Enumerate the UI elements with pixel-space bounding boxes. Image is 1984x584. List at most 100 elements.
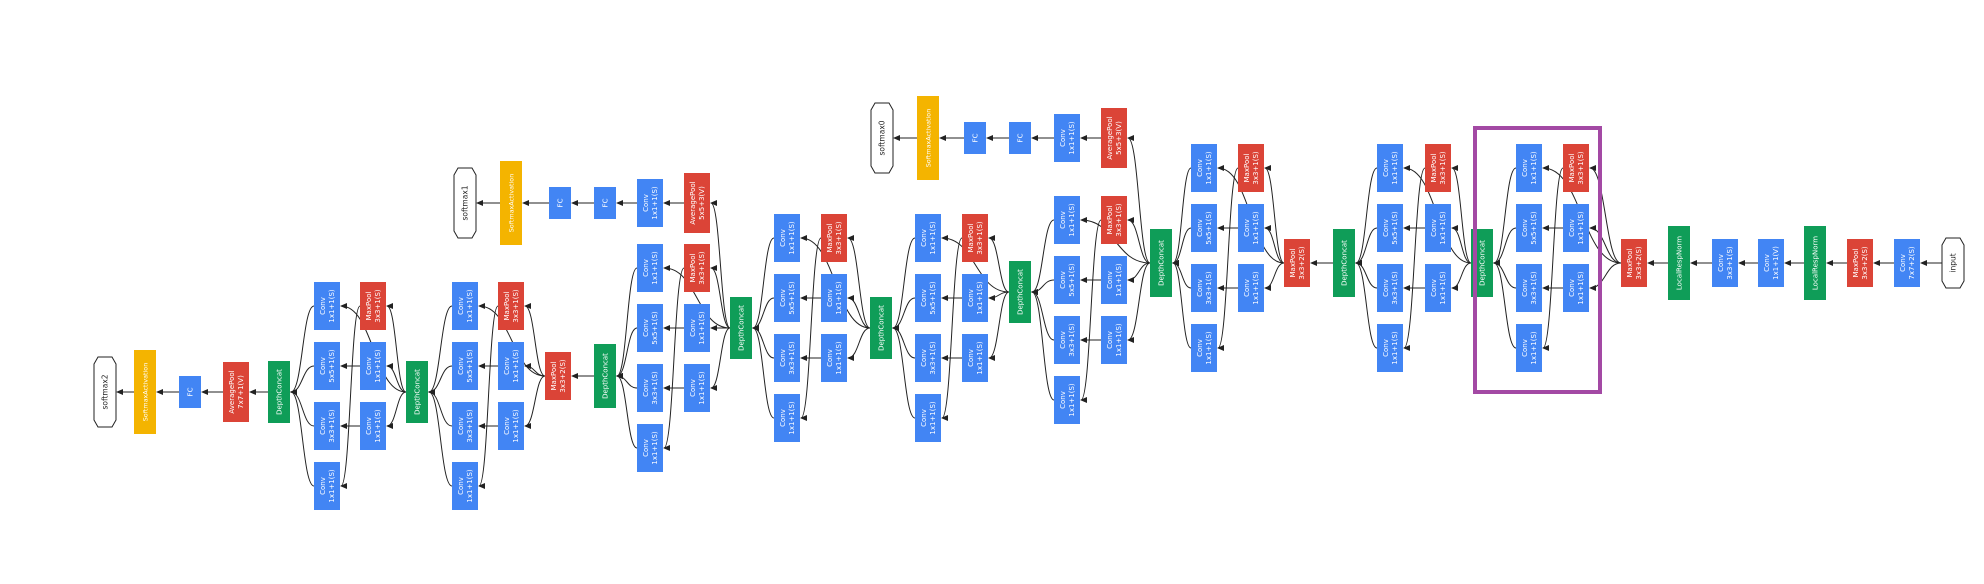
node-label-line: DepthConcat	[1157, 240, 1165, 286]
node-label-line: Conv	[1196, 159, 1204, 177]
node-d-c1: Conv1x1+1(S)	[1054, 196, 1080, 244]
node-shape	[594, 344, 616, 408]
node-shape	[93, 356, 117, 428]
node-label: Conv1x1+1(S)	[642, 186, 659, 220]
node-label: LocalRespNorm	[1811, 236, 1819, 290]
node-label: Conv1x1+1(S)	[1382, 151, 1399, 185]
node-shape	[915, 214, 941, 262]
node-shape	[917, 96, 939, 180]
node-label-line: Conv	[1196, 339, 1204, 357]
node-label: Conv1x1+1(S)	[1243, 271, 1260, 305]
node-c-c1: Conv1x1+1(S)	[1191, 144, 1217, 192]
node-label-line: 1x1+1(S)	[835, 341, 843, 375]
edge-f_cat-to-g_pool	[710, 265, 731, 329]
edge-f_pool-to-f_cp	[800, 237, 822, 421]
edge-e_cat-to-f_pool	[847, 235, 871, 329]
node-f-c1: Conv1x1+1(S)	[774, 214, 800, 262]
node-label-line: 3x3+1(S)	[512, 289, 520, 323]
node-shape	[684, 304, 710, 352]
node-label-line: 5x5+1(S)	[466, 349, 474, 383]
node-label-line: Conv	[689, 319, 697, 337]
node-h-pool: MaxPool3x3+1(S)	[498, 282, 524, 330]
node-f-pool: MaxPool3x3+1(S)	[821, 214, 847, 262]
node-label-line: Conv	[457, 297, 465, 315]
node-label: DepthConcat	[1157, 240, 1165, 286]
node-label: Conv1x1+1(S)	[1382, 331, 1399, 365]
node-input: input	[1941, 237, 1965, 289]
node-label-line: Conv	[1430, 279, 1438, 297]
node-label: DepthConcat	[1016, 269, 1024, 315]
node-g-cp: Conv1x1+1(S)	[637, 424, 663, 472]
node-a-c1: Conv1x1+1(S)	[1516, 144, 1542, 192]
node-label-line: MaxPool	[1568, 153, 1576, 182]
node-label-line: MaxPool	[1243, 153, 1251, 182]
node-label-line: 1x1+1(S)	[698, 371, 706, 405]
edge-b_c5-to-b_cat	[1355, 227, 1378, 266]
node-shape	[1425, 144, 1451, 192]
node-shape	[1847, 239, 1873, 287]
node-softmax1: softmax1	[453, 167, 477, 239]
node-shape	[500, 161, 522, 245]
node-a-c5: Conv5x5+1(S)	[1516, 204, 1542, 252]
edge-b_pool-to-b_cp	[1403, 167, 1426, 351]
edge-h_c3-to-h_cat	[428, 389, 453, 427]
node-label-line: MaxPool	[826, 223, 834, 252]
node-shape	[962, 334, 988, 382]
node-label: Conv1x1+1(S)	[1430, 211, 1447, 245]
edge-pool4-to-h_c1	[478, 303, 546, 377]
node-c-c5r: Conv1x1+1(S)	[1238, 204, 1264, 252]
node-label-line: Conv	[365, 417, 373, 435]
node-label-line: Conv	[920, 409, 928, 427]
edge-c_cp-to-c_cat	[1172, 260, 1192, 349]
node-label-line: Conv	[1382, 219, 1390, 237]
node-shape	[452, 462, 478, 510]
node-shape	[870, 102, 894, 174]
node-label: Conv1x1+1(S)	[1196, 151, 1213, 185]
node-shape	[774, 334, 800, 382]
edge-h_cat-to-i_c3r	[386, 391, 407, 429]
node-label: Conv1x1+1(S)	[1521, 151, 1538, 185]
node-shape	[594, 187, 616, 219]
node-shape	[962, 274, 988, 322]
node-label-line: 3x3+1(S)	[698, 251, 706, 285]
node-label: Conv3x3+1(S)	[457, 409, 474, 443]
node-label-line: 5x5+1(S)	[1530, 211, 1538, 245]
node-label: DepthConcat	[601, 353, 609, 399]
node-label: Conv1x1+1(S)	[365, 409, 382, 443]
node-label-line: 1x1+1(S)	[929, 401, 937, 435]
node-label-line: 1x1+1(S)	[1068, 121, 1076, 155]
overlay-layer	[1473, 126, 1602, 394]
node-d-c5r: Conv1x1+1(S)	[1101, 256, 1127, 304]
node-shape	[1377, 324, 1403, 372]
node-label-line: Conv	[779, 229, 787, 247]
node-label: Conv5x5+1(S)	[1382, 211, 1399, 245]
node-shape	[1191, 324, 1217, 372]
edge-a_c1-to-a_cat	[1493, 167, 1517, 266]
node-label: Conv5x5+1(S)	[457, 349, 474, 383]
edge-h_cat-to-i_c5r	[386, 363, 407, 393]
node-label-line: Conv	[1382, 159, 1390, 177]
edge-g_cp-to-g_cat	[616, 373, 638, 449]
node-s-conv2: Conv1x1+1(V)	[1758, 239, 1784, 287]
node-shape	[314, 402, 340, 450]
node-label-line: MaxPool	[689, 253, 697, 282]
node-shape	[1516, 324, 1542, 372]
node-label-line: SoftmaxActivation	[924, 109, 932, 168]
node-label-line: 1x1+1(S)	[1252, 271, 1260, 305]
node-label: FC	[601, 198, 609, 207]
node-f-cat: DepthConcat	[730, 297, 752, 359]
node-label: Conv1x1+1(S)	[1243, 211, 1260, 245]
node-shape	[1377, 264, 1403, 312]
edge-f_cat-to-aux1_pool	[710, 200, 731, 329]
node-label-line: Conv	[779, 289, 787, 307]
node-label: Conv1x1+1(S)	[689, 311, 706, 345]
node-shape	[314, 342, 340, 390]
node-g-c3: Conv3x3+1(S)	[637, 364, 663, 412]
node-e-cp: Conv1x1+1(S)	[915, 394, 941, 442]
node-label-line: DepthConcat	[275, 369, 283, 415]
node-label: Conv3x3+1(S)	[319, 409, 336, 443]
node-label-line: DepthConcat	[413, 369, 421, 415]
node-d-cp: Conv1x1+1(S)	[1054, 376, 1080, 424]
node-label: Conv3x3+1(S)	[1382, 271, 1399, 305]
node-label-line: Conv	[779, 349, 787, 367]
